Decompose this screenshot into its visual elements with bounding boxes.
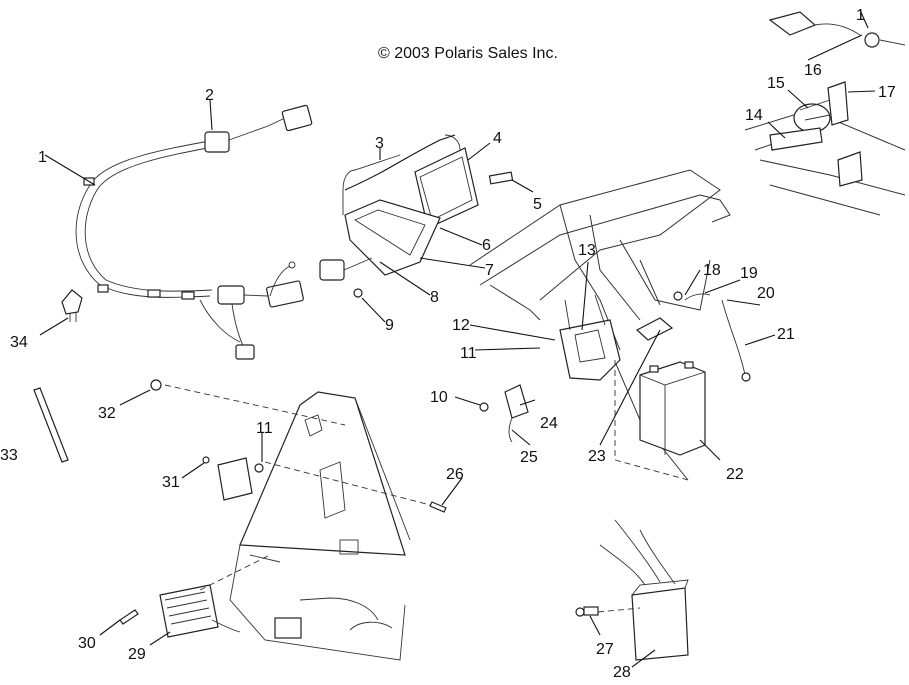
- callout-25: 25: [520, 449, 538, 466]
- callout-labels: 1 2 3 4 5 6 7 8 9 10 11 11 12 13 14 15 1…: [0, 7, 896, 681]
- callout-33: 33: [0, 447, 18, 464]
- connector-plug: [61, 289, 83, 322]
- callout-13: 13: [578, 242, 596, 259]
- callout-15: 15: [767, 75, 785, 92]
- callout-5: 5: [533, 196, 542, 213]
- taillight-assembly: [319, 134, 514, 298]
- control-module: [599, 519, 689, 661]
- callout-4: 4: [493, 130, 502, 147]
- relay: [479, 384, 529, 443]
- callout-9: 9: [385, 317, 394, 334]
- horn-inset: [744, 11, 906, 216]
- leader-lines: [39, 9, 876, 668]
- callout-27: 27: [596, 641, 614, 658]
- callout-22: 22: [726, 466, 744, 483]
- callout-23: 23: [588, 448, 606, 465]
- cdi-box: [159, 584, 241, 638]
- callout-16: 16: [804, 62, 822, 79]
- callout-17: 17: [878, 84, 896, 101]
- callout-34: 34: [10, 334, 28, 351]
- callout-10: 10: [430, 389, 448, 406]
- callout-21: 21: [777, 326, 795, 343]
- fasteners: [119, 379, 599, 625]
- callout-8: 8: [430, 289, 439, 306]
- battery-bracket: [559, 294, 621, 381]
- mounting-plate: [229, 391, 411, 661]
- callout-14: 14: [745, 107, 763, 124]
- callout-19: 19: [740, 265, 758, 282]
- callout-1-inset: 1: [856, 7, 865, 24]
- callout-2: 2: [205, 87, 214, 104]
- callout-18: 18: [703, 262, 721, 279]
- wiring-harness: [75, 104, 313, 360]
- regulator: [202, 456, 264, 501]
- battery-cables: [673, 291, 751, 382]
- copyright-notice: © 2003 Polaris Sales Inc.: [378, 45, 558, 62]
- callout-6: 6: [482, 237, 491, 254]
- callout-28: 28: [613, 664, 631, 680]
- battery: [639, 361, 706, 456]
- callout-29: 29: [128, 646, 146, 663]
- callout-30: 30: [78, 635, 96, 652]
- antenna-rod: [33, 387, 69, 463]
- callout-11-b: 11: [256, 420, 273, 437]
- callout-1: 1: [38, 149, 47, 166]
- callout-11: 11: [460, 345, 477, 362]
- callout-3: 3: [375, 135, 384, 152]
- callout-31: 31: [162, 474, 180, 491]
- callout-32: 32: [98, 405, 116, 422]
- callout-24: 24: [540, 415, 558, 432]
- callout-20: 20: [757, 285, 775, 302]
- callout-12: 12: [452, 317, 470, 334]
- battery-pad: [635, 317, 674, 341]
- callout-7: 7: [485, 262, 494, 279]
- callout-26: 26: [446, 466, 464, 483]
